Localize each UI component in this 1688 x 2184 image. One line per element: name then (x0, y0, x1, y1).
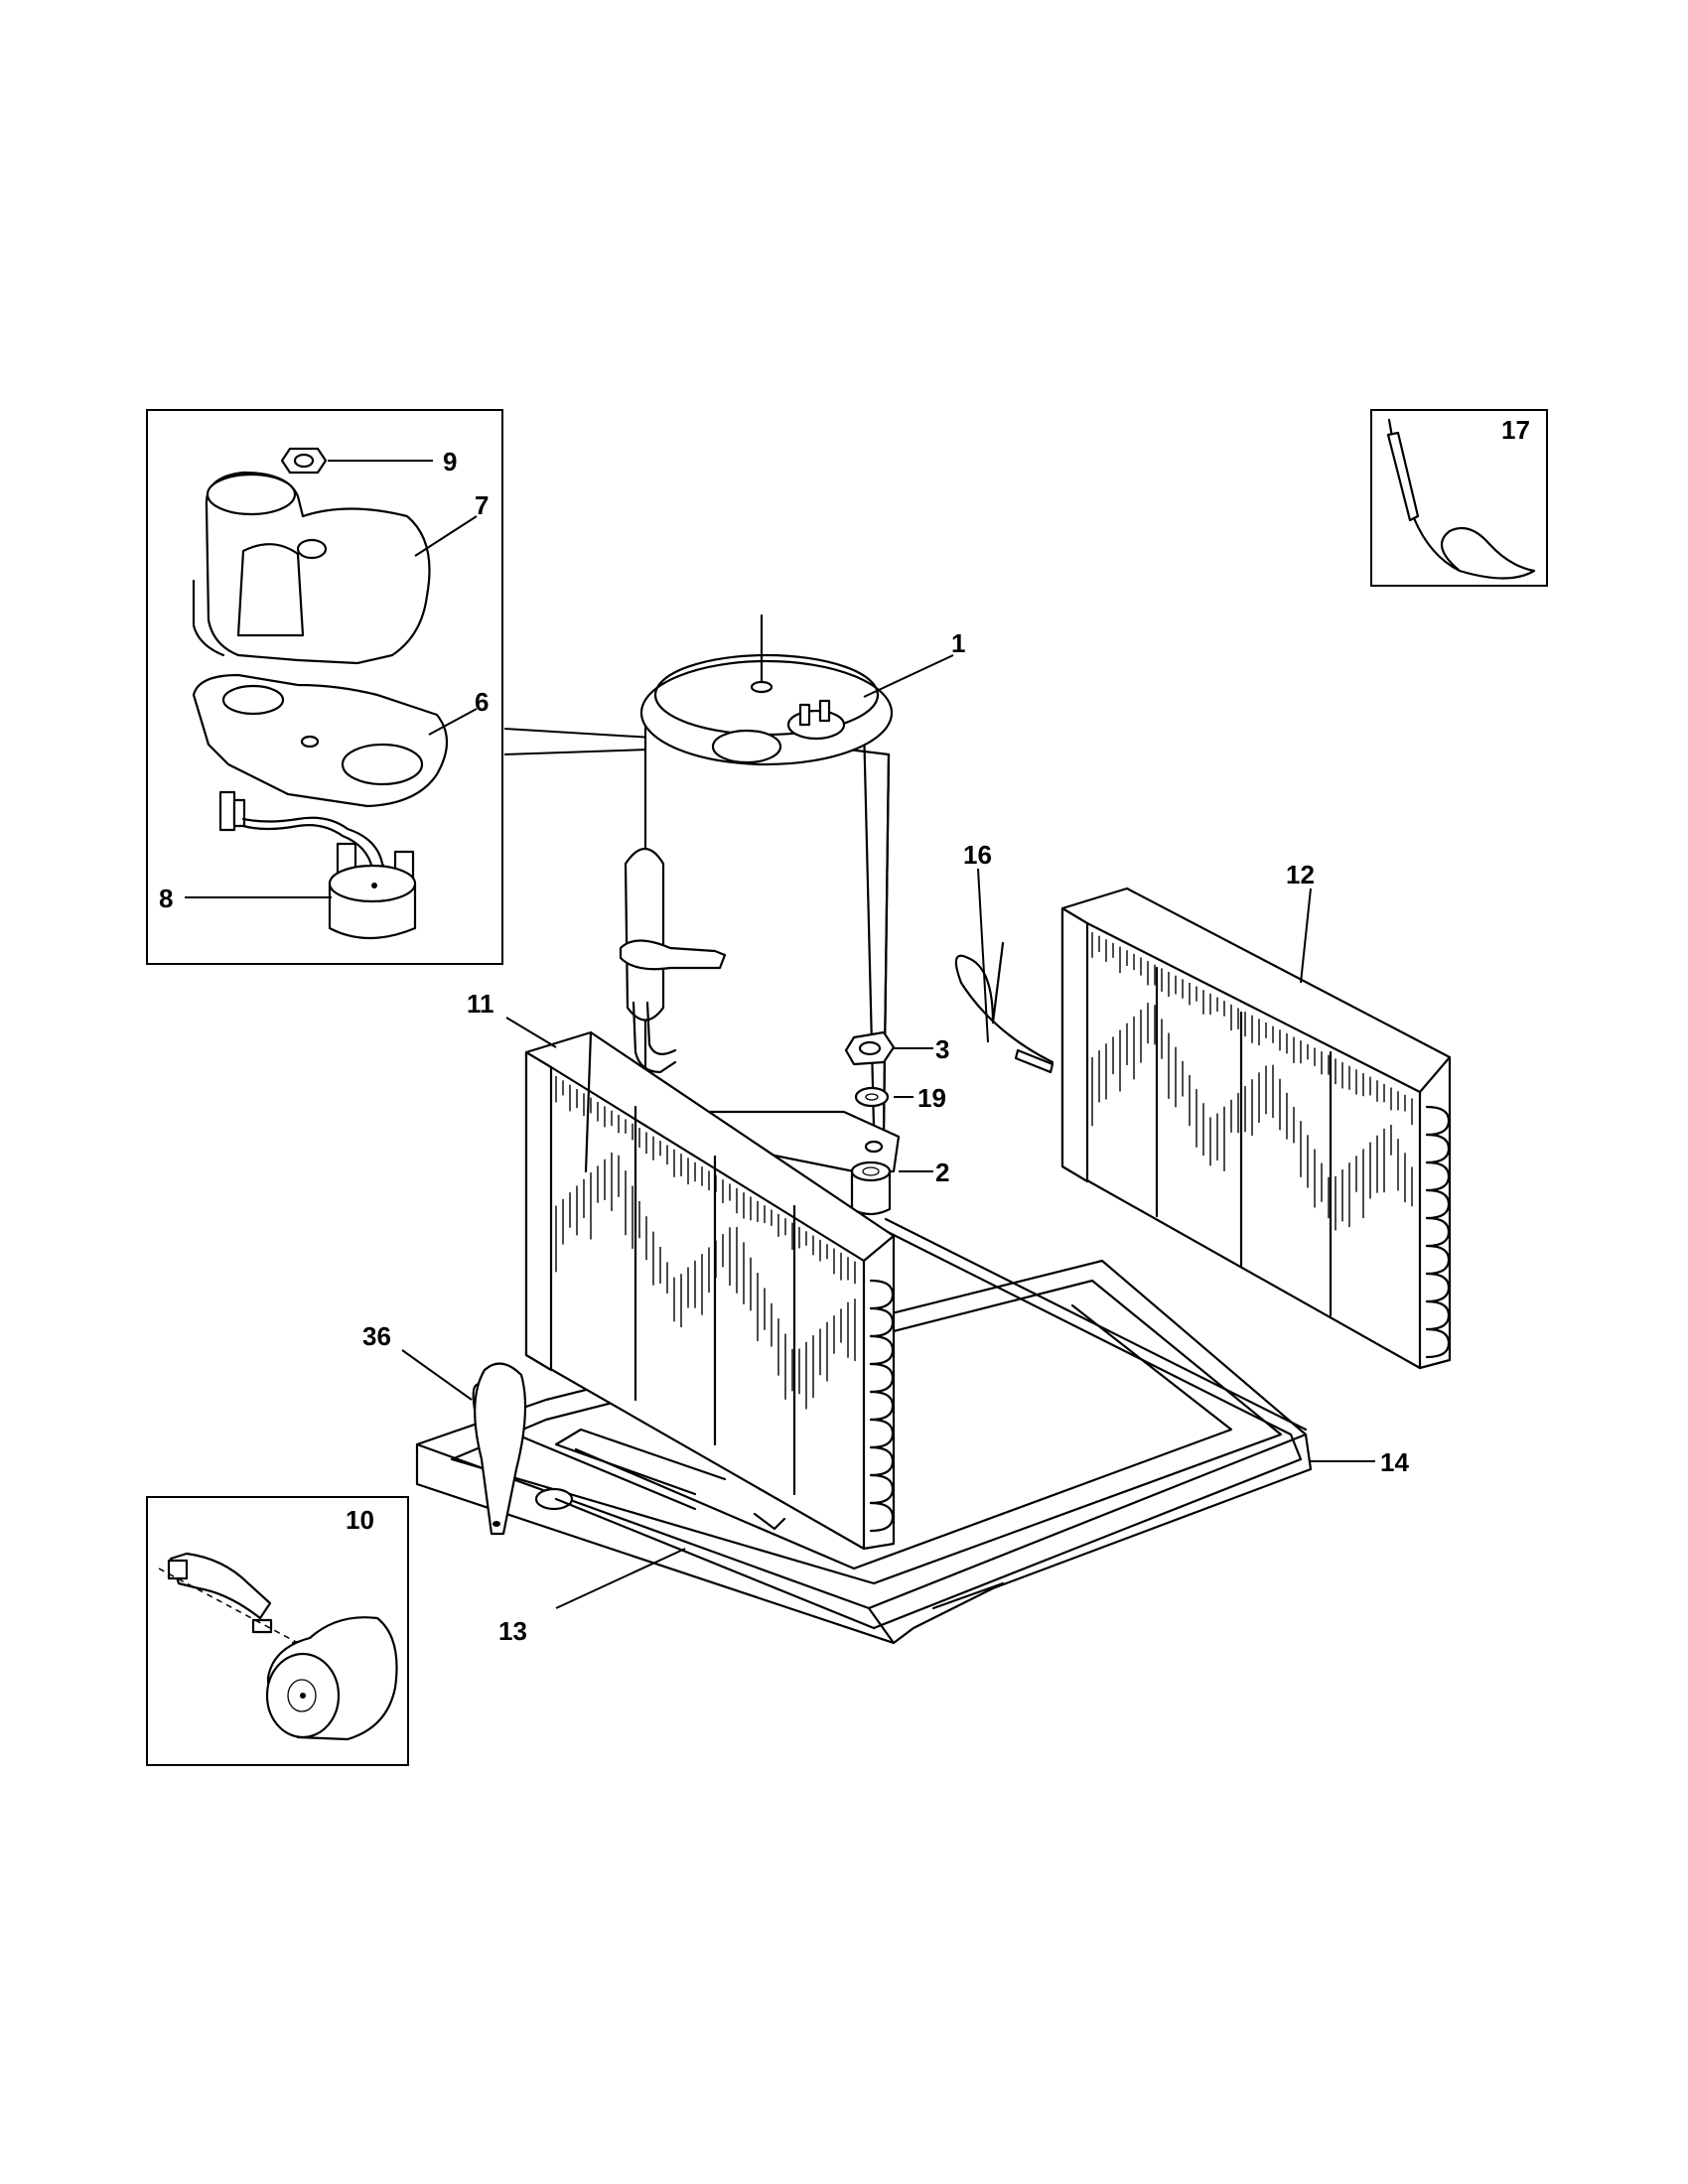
nut-9 (280, 447, 328, 475)
coil-11-fins (555, 1076, 856, 1410)
callout-9: 9 (443, 447, 457, 477)
coil-12 (1060, 887, 1452, 1370)
inset-thermistor-17 (1370, 409, 1548, 587)
callout-2: 2 (935, 1158, 949, 1187)
callout-3: 3 (935, 1034, 949, 1064)
callout-17: 17 (1501, 415, 1530, 445)
handle-36 (472, 1362, 527, 1536)
inset-frame (146, 409, 503, 965)
callout-14: 14 (1380, 1447, 1409, 1477)
callout-11: 11 (467, 989, 494, 1019)
coil-11-return-bends (869, 1279, 895, 1533)
callout-7: 7 (475, 490, 489, 520)
sensor-16 (954, 941, 1055, 1074)
mount-hardware (844, 1030, 896, 1216)
callout-10: 10 (346, 1505, 374, 1535)
callout-labels: 9 7 6 8 1 17 16 12 11 3 19 2 36 14 10 13 (159, 415, 1530, 1646)
terminal-cover-7 (192, 471, 431, 665)
overload-8 (218, 790, 417, 940)
callout-6: 6 (475, 687, 489, 717)
drain-channel-13 (554, 1428, 727, 1496)
tubing (554, 1217, 1308, 1630)
callout-12: 12 (1286, 860, 1315, 889)
callout-19: 19 (917, 1083, 946, 1113)
inset-mount-10 (146, 1496, 409, 1766)
callout-8: 8 (159, 884, 173, 913)
inset-frame-10 (146, 1496, 409, 1766)
leader-lines (401, 654, 1375, 1609)
callout-16: 16 (963, 840, 992, 870)
inset-compressor-cover (146, 409, 503, 965)
callout-13: 13 (498, 1616, 527, 1646)
gasket-6 (192, 673, 448, 808)
coil-11 (524, 1030, 896, 1551)
callout-1: 1 (951, 628, 965, 658)
callout-36: 36 (362, 1321, 391, 1351)
coil-12-fins (1091, 932, 1413, 1231)
inset-frame-17 (1370, 409, 1548, 587)
coil-12-return-bends (1425, 1105, 1451, 1359)
